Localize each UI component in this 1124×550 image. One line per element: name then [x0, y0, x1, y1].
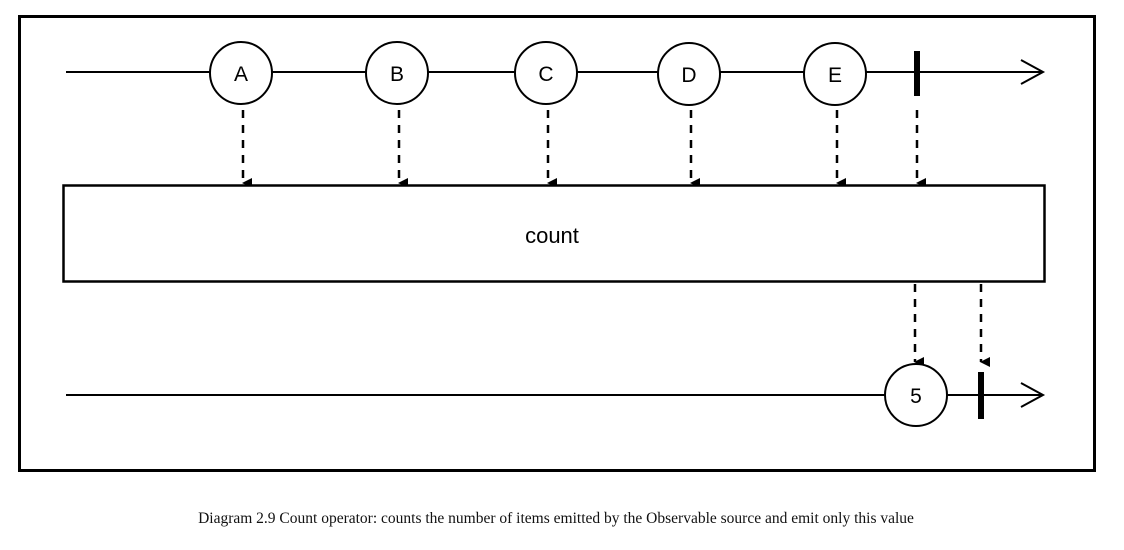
source-item-d-circle: [657, 42, 721, 106]
result-item: 5: [884, 363, 948, 427]
source-item-c-circle: [514, 41, 578, 105]
source-item-d-label: D: [681, 64, 696, 87]
source-item-d: D: [657, 42, 721, 106]
source-item-b-label: B: [390, 63, 404, 86]
operator-box-rect: [62, 184, 1046, 283]
result-timeline-arrowhead: [1020, 382, 1046, 408]
operator-label: count: [525, 223, 579, 248]
source-item-e-label: E: [828, 64, 842, 87]
source-item-a-label: A: [234, 63, 248, 86]
source-item-e-circle: [803, 42, 867, 106]
source-item-a-circle: [209, 41, 273, 105]
marble-diagram: A B C D E count 5: [18, 15, 1096, 472]
diagram-caption: Diagram 2.9 Count operator: counts the n…: [198, 510, 914, 527]
source-item-c: C: [514, 41, 578, 105]
operator-box: count: [62, 184, 1046, 283]
source-item-a: A: [209, 41, 273, 105]
source-timeline-arrowhead: [1020, 59, 1046, 85]
source-item-b-circle: [365, 41, 429, 105]
result-item-circle: [884, 363, 948, 427]
source-item-e: E: [803, 42, 867, 106]
source-item-b: B: [365, 41, 429, 105]
result-item-label: 5: [910, 385, 922, 408]
source-item-c-label: C: [538, 63, 553, 86]
diagram-frame: [18, 15, 1096, 472]
result-timeline: [66, 372, 1046, 419]
